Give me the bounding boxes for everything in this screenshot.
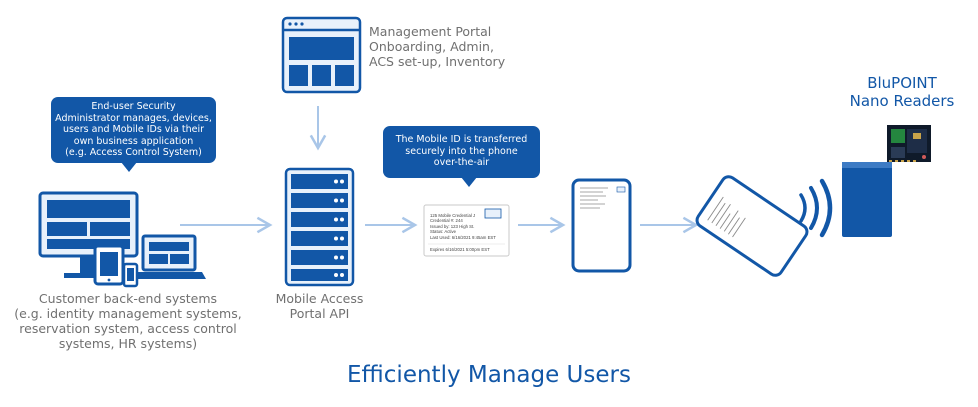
smartphone-icon [571,178,632,273]
page-title: Efficiently Manage Users [347,362,631,388]
backend-caption-line: (e.g. identity management systems, [14,306,242,321]
transfer-callout-line: securely into the phone [405,145,518,157]
backend-caption-line: Customer back-end systems [38,291,218,306]
credential-line: Issued by: 123 High St. [430,223,475,229]
transfer-callout-line: The Mobile ID is transferred [395,134,528,145]
credential-line: Credential #: 244 [430,218,463,224]
card-reader-icon [842,125,931,237]
credential-line: Status: Active [430,229,457,235]
api-caption-line: Portal API [289,306,350,321]
readers-title: BluPOINT Nano Readers [830,74,974,110]
readers-title-line: Nano Readers [849,92,955,110]
credential-line: Last Used: 6/16/2021 9:45am EST [430,234,496,240]
backend-caption-line: systems, HR systems) [58,336,198,351]
credential-card-frame [423,204,510,257]
portal-caption-line: Management Portal [369,24,492,39]
server-rack-icon [284,167,355,287]
api-caption-line: Mobile Access [275,291,364,306]
admin-callout-line: End-user Security [91,101,176,112]
admin-callout-line: own business application [73,135,194,147]
api-caption: Mobile Access Portal API [262,291,377,321]
portal-caption: Management Portal Onboarding, Admin, ACS… [369,24,529,69]
credential-expires-text: Expires 6/16/2021 5:00pm EST [430,247,490,252]
multi-device-icon [38,191,206,288]
portal-caption-line: Onboarding, Admin, [369,39,494,54]
credential-card-text: 125 Mobile Credential J Credential #: 24… [430,213,496,240]
readers-title-line: BluPOINT [867,74,937,92]
admin-callout-line: users and Mobile IDs via their [62,124,205,135]
transfer-callout-line: over-the-air [433,157,490,168]
web-window-icon [281,16,362,94]
credential-expires: Expires 6/16/2021 5:00pm EST [430,247,490,252]
transfer-callout: The Mobile ID is transferred securely in… [383,126,540,187]
admin-callout-line: (e.g. Access Control System) [65,147,202,158]
credential-line: 125 Mobile Credential J [430,213,476,218]
phone-tap-icon [695,175,833,277]
portal-caption-line: ACS set-up, Inventory [369,54,506,69]
backend-caption: Customer back-end systems (e.g. identity… [2,291,254,351]
flow-arrows [180,106,699,234]
admin-callout-line: Administrator manages, devices, [55,112,212,124]
nfc-waves-icon [799,178,833,238]
backend-caption-line: reservation system, access control [19,321,237,336]
admin-callout: End-user Security Administrator manages,… [51,97,216,172]
